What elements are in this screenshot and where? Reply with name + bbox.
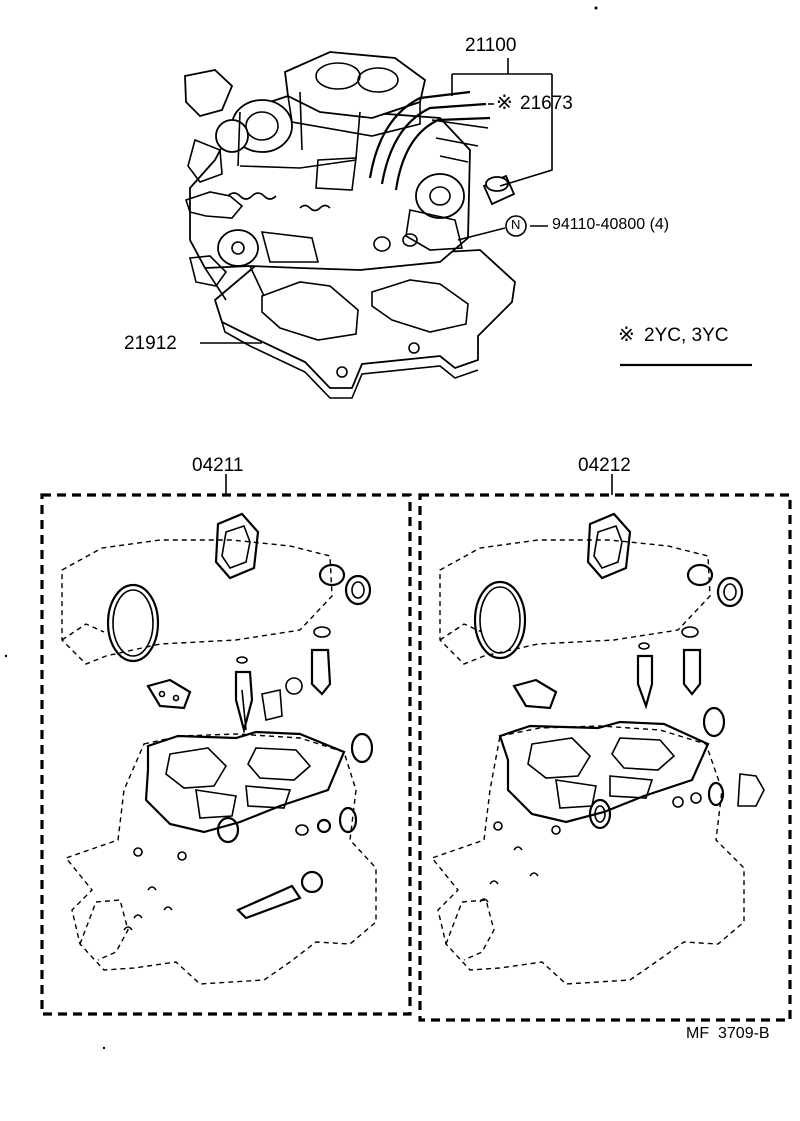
note-mark-21673: ※ [496, 92, 513, 114]
circle-mark-letter: N [511, 217, 521, 232]
kit-04211-box [40, 474, 412, 1016]
callout-21673: 21673 [520, 93, 573, 114]
kit-label-04212: 04212 [578, 455, 631, 476]
callout-bolt: 94110-40800 (4) [552, 216, 670, 233]
kit-04211-drawing [61, 512, 377, 985]
kit-04212-drawing [430, 512, 765, 985]
top-leader-lines [200, 58, 752, 367]
applicability-mark: ※ [618, 324, 635, 346]
kit-04212-box [418, 474, 792, 1022]
callout-carburetor-assy: 21100 [465, 35, 517, 56]
kit-label-04211: 04211 [192, 455, 244, 476]
circle-mark [505, 215, 527, 237]
carburetor-assembly-drawing [184, 51, 516, 399]
footer-diagram-code: MF 3709-B [686, 1025, 770, 1042]
applicability-models: 2YC, 3YC [644, 325, 729, 346]
callout-insulator: 21912 [124, 333, 177, 354]
